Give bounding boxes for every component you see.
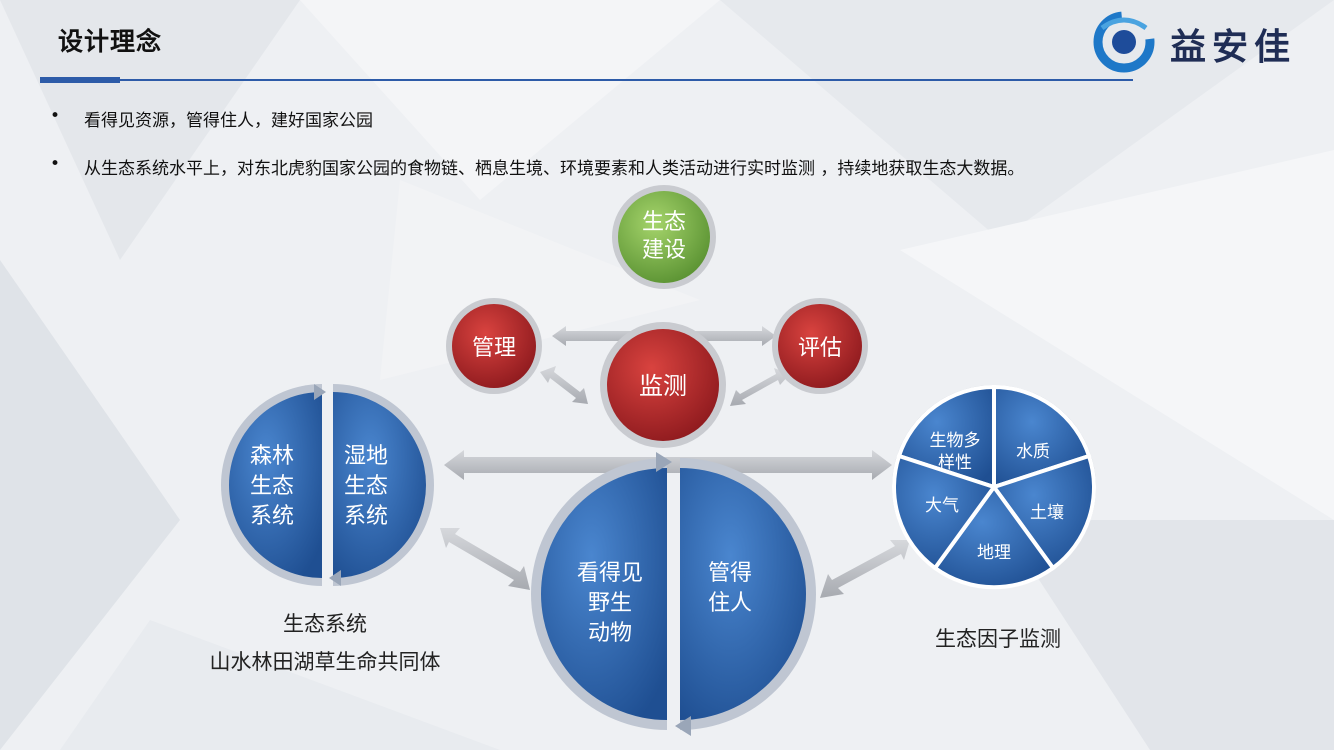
wetland-ecosystem-line3: 系统	[344, 504, 388, 529]
factor-geography: 地理	[977, 543, 1011, 563]
node-assessment-label: 评估	[798, 336, 842, 361]
see-wildlife-line2: 野生	[588, 591, 632, 616]
see-wildlife-line1: 看得见	[577, 561, 643, 586]
bullet-dot: •	[50, 106, 61, 126]
node-eco-construction: 生态 建设	[612, 185, 716, 289]
factor-soil: 土壤	[1030, 502, 1064, 523]
logo-text: 益安佳	[1170, 26, 1297, 68]
bullet-list: • 看得见资源，管得住人，建好国家公园 • 从生态系统水平上，对东北虎豹国家公园…	[50, 106, 1024, 202]
factor-circle: 生物多 样性 水质 土壤 地理 大气	[891, 384, 1097, 590]
bullet-text: 从生态系统水平上，对东北虎豹国家公园的食物链、栖息生境、环境要素和人类活动进行实…	[84, 159, 1025, 179]
bullet-item: • 从生态系统水平上，对东北虎豹国家公园的食物链、栖息生境、环境要素和人类活动进…	[50, 154, 1025, 179]
forest-ecosystem-line3: 系统	[250, 504, 294, 529]
factor-water-quality: 水质	[1016, 442, 1050, 462]
factor-caption: 生态因子监测	[935, 627, 1061, 651]
wetland-ecosystem-line2: 生态	[344, 474, 388, 499]
arrow-manage-monitor	[540, 366, 588, 404]
ecosystem-caption-line1: 生态系统	[283, 612, 367, 636]
segment-atmosphere	[891, 453, 998, 571]
arrow-ecosystem-main	[440, 528, 530, 590]
title-underline-accent	[40, 77, 120, 83]
node-assessment: 评估	[772, 298, 868, 394]
factor-biodiversity-line2: 样性	[938, 453, 972, 473]
node-eco-construction-line2: 建设	[642, 238, 686, 263]
manage-people-line1: 管得	[708, 561, 752, 586]
see-wildlife-line3: 动物	[588, 621, 632, 646]
bullet-dot: •	[50, 154, 61, 174]
forest-ecosystem-line1: 森林	[250, 444, 294, 469]
forest-ecosystem-line2: 生态	[250, 474, 294, 499]
ecosystem-caption-line2: 山水林田湖草生命共同体	[209, 650, 441, 674]
arrow-ecosystem-factor	[444, 450, 892, 480]
segment-geography	[932, 483, 1056, 590]
page-title: 设计理念	[58, 27, 163, 56]
node-monitoring-label: 监测	[639, 372, 687, 400]
title-underline	[40, 79, 1133, 81]
factor-biodiversity-line1: 生物多	[930, 431, 981, 451]
node-management: 管理	[446, 298, 542, 394]
bullet-item: • 看得见资源，管得住人，建好国家公园	[50, 106, 1024, 131]
main-circle: 看得见 野生 动物 管得 住人	[531, 452, 816, 736]
bullet-text: 看得见资源，管得住人，建好国家公园	[84, 111, 373, 131]
node-monitoring: 监测	[600, 322, 726, 448]
wetland-ecosystem-line1: 湿地	[344, 444, 388, 469]
arrow-factor-main	[820, 540, 910, 598]
manage-people-line2: 住人	[708, 591, 752, 616]
arrow-assess-monitor	[730, 368, 790, 406]
segment-soil	[990, 453, 1097, 571]
factor-atmosphere: 大气	[925, 496, 959, 516]
node-management-label: 管理	[472, 336, 516, 361]
logo-icon	[1093, 11, 1155, 73]
ecosystem-circle: 森林 生态 系统 湿地 生态 系统	[221, 384, 434, 586]
node-eco-construction-line1: 生态	[642, 210, 686, 235]
